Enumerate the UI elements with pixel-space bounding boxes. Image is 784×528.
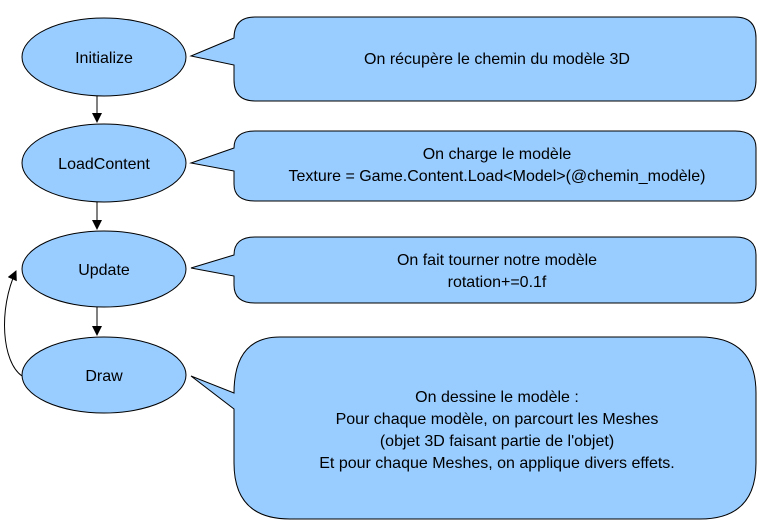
callout-update-line-2: rotation+=0.1f xyxy=(448,274,547,291)
callout-loadcontent: On charge le modèle Texture = Game.Conte… xyxy=(289,146,706,185)
node-loadcontent: LoadContent xyxy=(21,123,187,203)
callout-shape-draw xyxy=(190,336,757,520)
callout-draw-line-1: On dessine le modèle : xyxy=(415,389,579,406)
node-draw: Draw xyxy=(21,336,187,414)
callout-initialize-line-1: On récupère le chemin du modèle 3D xyxy=(364,51,630,68)
callout-draw-line-2: Pour chaque modèle, on parcourt les Mesh… xyxy=(336,411,659,428)
node-label-loadcontent: LoadContent xyxy=(58,156,150,173)
node-update: Update xyxy=(21,230,187,308)
callout-shape-update xyxy=(190,236,757,304)
arrow-draw-update-loop xyxy=(4,270,23,377)
callout-update: On fait tourner notre modèle rotation+=0… xyxy=(397,252,597,291)
callout-loadcontent-line-2: Texture = Game.Content.Load<Model>(@chem… xyxy=(289,168,706,185)
callout-draw: On dessine le modèle : Pour chaque modèl… xyxy=(319,389,674,472)
callout-update-line-1: On fait tourner notre modèle xyxy=(397,252,597,269)
callout-draw-line-3: (objet 3D faisant partie de l'objet) xyxy=(380,433,614,450)
callout-shape-initialize xyxy=(189,16,757,102)
node-label-initialize: Initialize xyxy=(75,50,133,67)
callout-shape-loadcontent xyxy=(189,130,757,202)
callout-draw-line-4: Et pour chaque Meshes, on applique diver… xyxy=(319,455,674,472)
node-label-draw: Draw xyxy=(85,368,123,385)
node-initialize: Initialize xyxy=(21,17,187,97)
callout-initialize: On récupère le chemin du modèle 3D xyxy=(364,51,630,68)
node-label-update: Update xyxy=(78,262,130,279)
callout-loadcontent-line-1: On charge le modèle xyxy=(423,146,572,163)
